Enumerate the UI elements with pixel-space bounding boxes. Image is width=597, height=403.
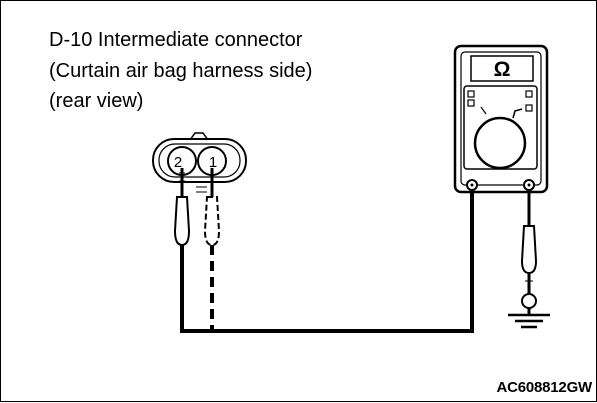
- pin-label-2: 2: [174, 154, 182, 171]
- ohm-symbol-icon: Ω: [494, 58, 511, 81]
- ground-symbol-icon: [508, 313, 550, 329]
- caption-view: (rear view): [49, 90, 144, 112]
- test-probe-terminal-1: [196, 168, 221, 247]
- caption-connector-name: D-10 Intermediate connector: [49, 29, 303, 51]
- connector-d10: [152, 132, 247, 183]
- meter-display: [470, 55, 534, 82]
- lead-wire-solid: [180, 185, 474, 333]
- test-probe-ground: [520, 190, 538, 315]
- caption-harness-side: (Curtain air bag harness side): [49, 60, 313, 82]
- meter-dial: [473, 116, 527, 170]
- ohmmeter: [453, 44, 549, 194]
- figure-id: AC608812GW: [496, 379, 592, 396]
- pin-label-1: 1: [209, 154, 217, 171]
